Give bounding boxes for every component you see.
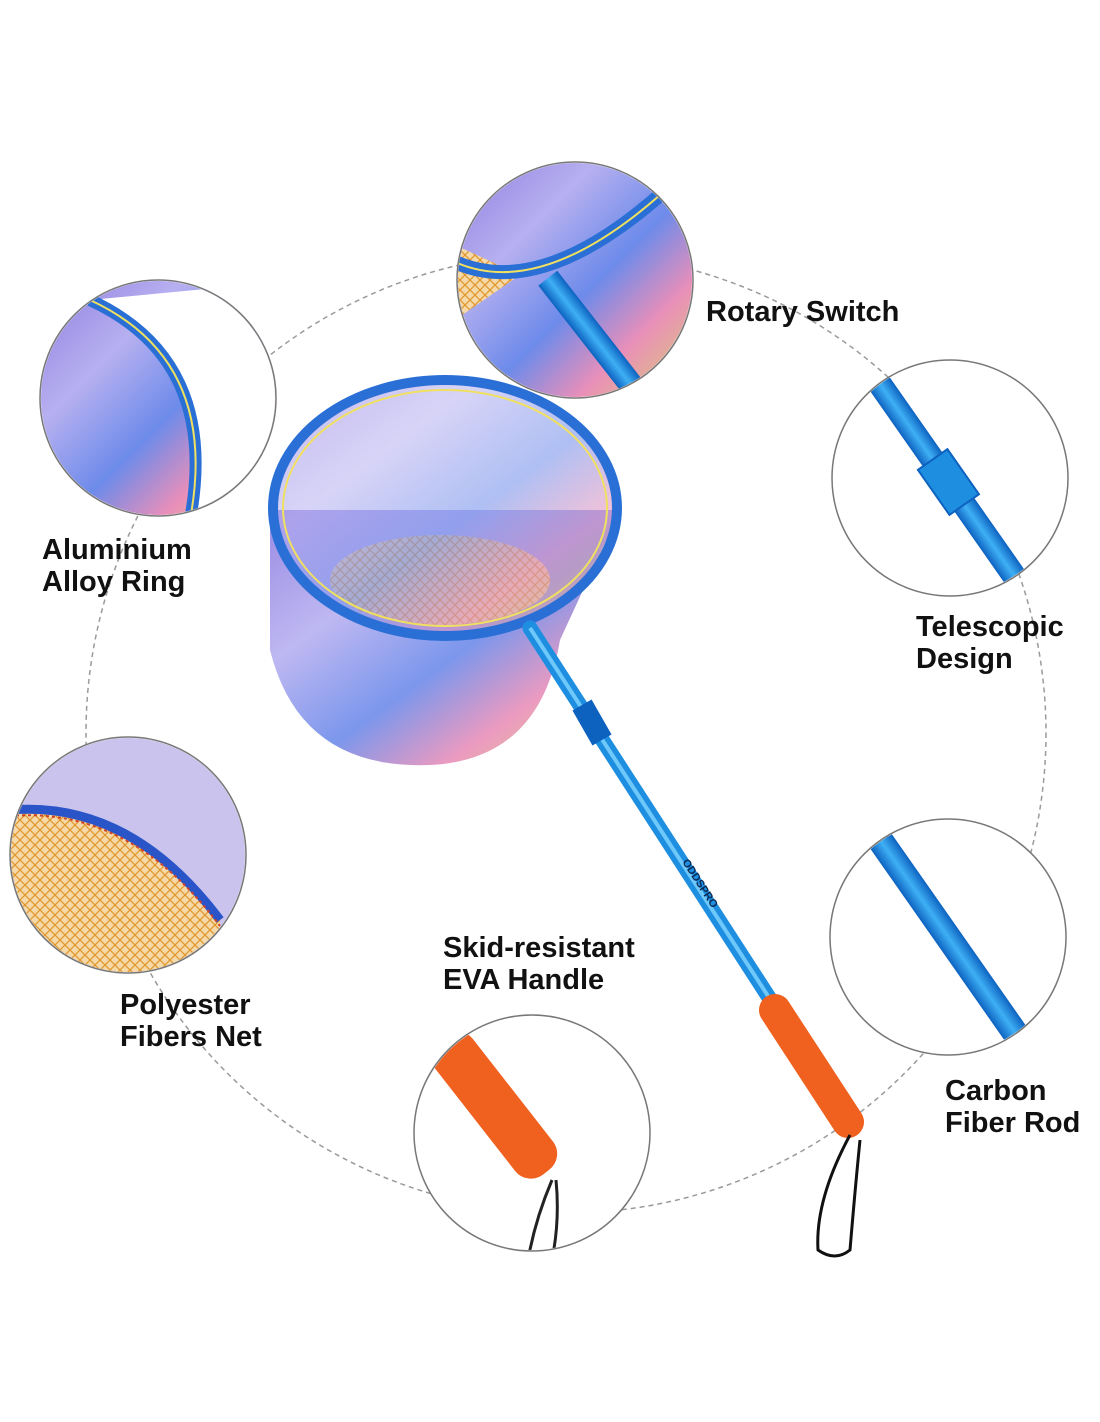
detail-aluminium-ring — [39, 279, 277, 517]
detail-polyester-net — [9, 736, 247, 974]
detail-telescopic — [831, 359, 1069, 597]
detail-carbon-rod — [829, 818, 1067, 1056]
butterfly-net: ODDSPRO — [268, 375, 864, 1258]
detail-rotary-switch — [456, 161, 694, 399]
label-rotary-switch: Rotary Switch — [706, 296, 900, 328]
eva-handle — [759, 994, 864, 1138]
wrist-strap — [816, 1134, 862, 1258]
detail-eva-handle — [413, 1014, 651, 1252]
